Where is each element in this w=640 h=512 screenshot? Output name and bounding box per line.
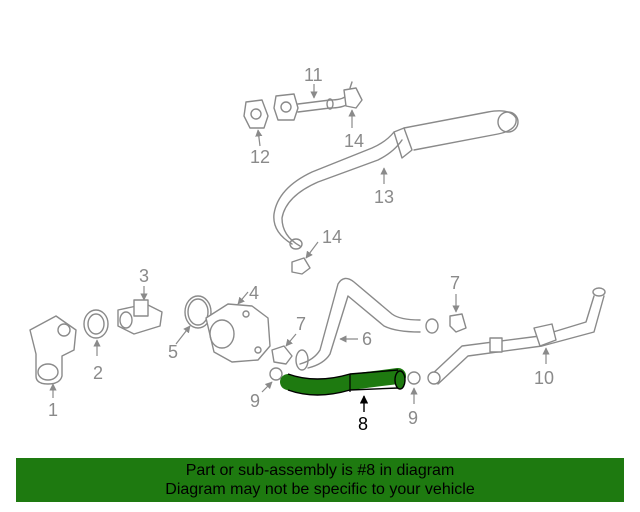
svg-text:13: 13 (374, 187, 394, 207)
svg-text:7: 7 (450, 273, 460, 293)
part-11-pipe[interactable] (273, 93, 349, 121)
part-6-hose[interactable] (295, 277, 439, 371)
callout-7-right: 7 (450, 273, 460, 313)
part-14-clamp-upper[interactable] (343, 81, 363, 109)
callout-9-right: 9 (408, 387, 418, 428)
svg-text:2: 2 (93, 363, 103, 383)
svg-text:11: 11 (304, 65, 323, 85)
svg-text:6: 6 (362, 329, 372, 349)
part-9-clamp-right[interactable] (407, 371, 421, 385)
callout-6: 6 (339, 329, 372, 349)
callout-12: 12 (250, 129, 270, 167)
svg-text:3: 3 (139, 266, 149, 286)
part-12-gasket[interactable] (243, 99, 269, 129)
part-4-thermostat-housing[interactable] (205, 303, 271, 363)
callout-7-left: 7 (285, 314, 306, 347)
svg-text:8: 8 (358, 414, 368, 434)
svg-text:14: 14 (344, 131, 364, 151)
banner-line-2: Diagram may not be specific to your vehi… (165, 481, 475, 498)
part-13-hose[interactable] (273, 110, 519, 250)
svg-text:14: 14 (322, 227, 342, 247)
part-8-hose-highlighted[interactable] (280, 368, 406, 396)
banner-line-1: Part or sub-assembly is #8 in diagram (185, 462, 455, 479)
callout-11: 11 (304, 65, 323, 99)
part-7-clamp-right[interactable] (449, 313, 467, 333)
svg-text:1: 1 (48, 400, 58, 420)
part-9-clamp-left[interactable] (269, 367, 283, 381)
callout-2: 2 (93, 339, 103, 383)
callout-13: 13 (374, 167, 394, 207)
part-3-thermostat[interactable] (117, 299, 163, 335)
callout-9-left: 9 (250, 381, 273, 411)
part-1-water-outlet[interactable] (29, 315, 77, 385)
svg-text:7: 7 (296, 314, 306, 334)
svg-text:9: 9 (408, 408, 418, 428)
part-2-gasket[interactable] (83, 309, 109, 339)
part-7-clamp-left[interactable] (271, 345, 293, 365)
svg-text:9: 9 (250, 391, 260, 411)
callout-3: 3 (139, 266, 149, 301)
part-5-o-ring[interactable] (184, 295, 212, 329)
callout-4: 4 (237, 283, 259, 305)
svg-text:5: 5 (168, 342, 178, 362)
svg-text:4: 4 (249, 283, 259, 303)
parts-diagram: 11 12 14 13 14 3 4 5 2 1 7 6 (29, 65, 606, 434)
info-banner: Part or sub-assembly is #8 in diagram Di… (16, 458, 624, 502)
part-14-clamp-lower[interactable] (291, 257, 311, 275)
callout-14-upper: 14 (344, 109, 364, 151)
callout-1: 1 (48, 383, 58, 420)
svg-text:10: 10 (534, 368, 554, 388)
callout-8: 8 (358, 395, 369, 434)
svg-text:12: 12 (250, 147, 270, 167)
callout-5: 5 (168, 325, 191, 362)
callout-10: 10 (534, 347, 554, 388)
part-10-pipe[interactable] (427, 287, 606, 385)
callout-14-lower: 14 (305, 227, 342, 259)
